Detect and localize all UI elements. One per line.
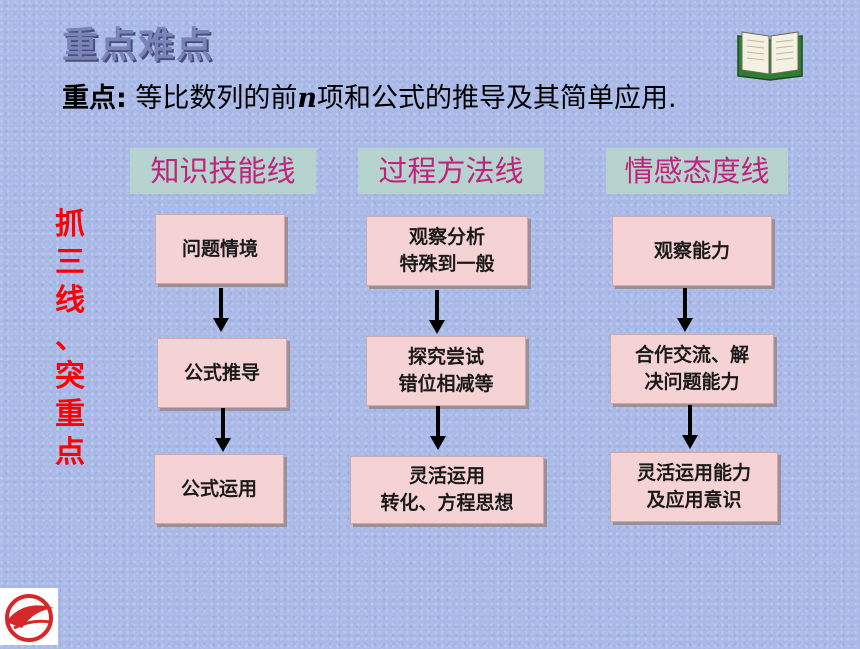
- flow-box: 观察能力: [612, 216, 772, 286]
- column-header-attitude: 情感态度线: [606, 148, 788, 194]
- box-line: 错位相减等: [398, 373, 494, 395]
- down-arrow-icon: [682, 405, 698, 449]
- box-line: 公式推导: [183, 361, 260, 384]
- down-arrow-icon: [213, 288, 229, 332]
- keypoint-label: 重点:: [62, 83, 127, 114]
- box-line: 观察分析: [408, 226, 485, 248]
- side-char: 突: [55, 359, 85, 394]
- flow-box: 合作交流、解 决问题能力: [610, 334, 774, 404]
- box-line: 观察能力: [653, 239, 730, 262]
- flow-box: 公式推导: [157, 338, 287, 408]
- box-line: 灵活运用能力: [636, 462, 751, 484]
- side-char: 点: [55, 435, 85, 470]
- keypoint-text-after: 项和公式的推导及其简单应用.: [317, 83, 677, 114]
- publisher-logo-icon: [0, 588, 58, 645]
- box-line: 及应用意识: [646, 489, 742, 511]
- box-line: 探究尝试: [407, 346, 484, 368]
- box-line: 灵活运用: [408, 465, 485, 487]
- down-arrow-icon: [677, 288, 693, 332]
- flow-box: 探究尝试 错位相减等: [366, 336, 526, 406]
- keypoint-variable: n: [297, 83, 318, 114]
- side-char: 重: [55, 397, 85, 432]
- page-title: 重点难点: [62, 25, 215, 66]
- box-line: 特殊到一般: [399, 253, 495, 275]
- side-char: 线: [55, 283, 85, 318]
- flow-box: 观察分析 特殊到一般: [366, 216, 528, 286]
- column-header-knowledge: 知识技能线: [130, 148, 316, 194]
- box-line: 问题情境: [181, 237, 258, 260]
- flow-box: 公式运用: [154, 454, 284, 524]
- side-char: 三: [55, 245, 85, 280]
- side-char: 、: [55, 321, 85, 356]
- column-header-process: 过程方法线: [358, 148, 544, 194]
- box-line: 合作交流、解: [634, 344, 749, 366]
- down-arrow-icon: [430, 406, 446, 450]
- box-line: 转化、方程思想: [380, 492, 514, 514]
- box-line: 决问题能力: [644, 371, 740, 393]
- down-arrow-icon: [429, 290, 445, 334]
- box-line: 公式运用: [180, 477, 257, 500]
- side-char: 抓: [55, 207, 85, 242]
- side-label: 抓 三 线 、 突 重 点: [50, 206, 90, 472]
- down-arrow-icon: [215, 408, 231, 452]
- flow-box: 问题情境: [155, 214, 285, 284]
- open-book-icon: [737, 31, 803, 81]
- keypoint-text-before: 等比数列的前: [126, 83, 298, 114]
- keypoint-line: 重点: 等比数列的前n项和公式的推导及其简单应用.: [62, 76, 677, 115]
- flow-box: 灵活运用 转化、方程思想: [350, 456, 544, 524]
- flow-box: 灵活运用能力 及应用意识: [610, 452, 778, 522]
